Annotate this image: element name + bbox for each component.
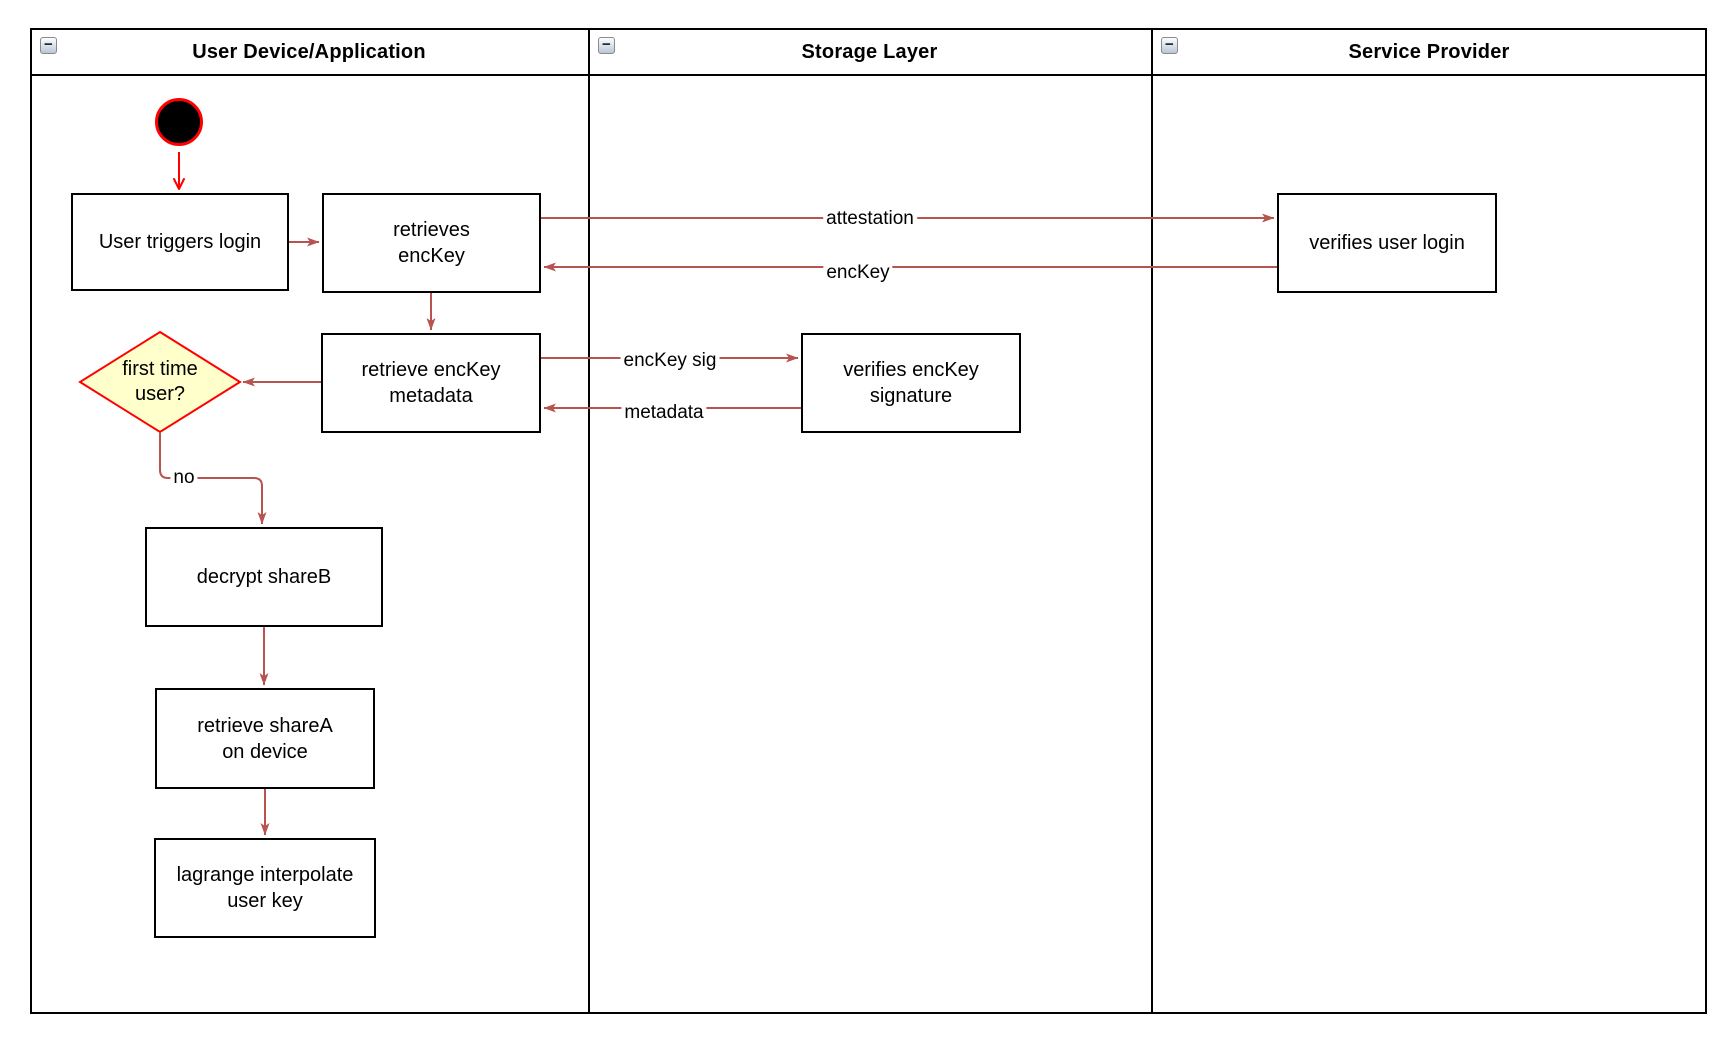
lane-title: Storage Layer xyxy=(801,40,938,63)
collapse-lane-icon[interactable]: − xyxy=(1161,37,1178,54)
edge-label-no: no xyxy=(170,467,198,489)
edge-label-metadata: metadata xyxy=(621,402,707,424)
node-retrieve-enckey-metadata[interactable]: retrieve encKey metadata xyxy=(321,333,541,433)
lane-header-storage-layer: − Storage Layer xyxy=(588,30,1151,74)
edge-label-attestation: attestation xyxy=(823,208,917,230)
lane-header-user-device: − User Device/Application xyxy=(30,30,588,74)
collapse-lane-icon[interactable]: − xyxy=(598,37,615,54)
node-decrypt-shareb[interactable]: decrypt shareB xyxy=(145,527,383,627)
lane-title: Service Provider xyxy=(1348,40,1510,63)
lane-header-separator xyxy=(30,74,1707,76)
node-label: retrieve encKey metadata xyxy=(361,359,501,407)
node-label: User triggers login xyxy=(98,231,262,253)
lane-title: User Device/Application xyxy=(192,40,426,63)
node-lagrange-interpolate-user-key[interactable]: lagrange interpolate user key xyxy=(154,838,376,938)
node-label: retrieves encKey xyxy=(393,219,470,267)
node-verifies-enckey-signature[interactable]: verifies encKey signature xyxy=(801,333,1021,433)
lane-divider-2 xyxy=(1151,28,1153,1014)
lane-header-service-provider: − Service Provider xyxy=(1151,30,1707,74)
node-label: lagrange interpolate user key xyxy=(176,864,354,912)
lane-divider-1 xyxy=(588,28,590,1014)
node-verifies-user-login[interactable]: verifies user login xyxy=(1277,193,1497,293)
edge-no-branch[interactable] xyxy=(159,432,267,525)
decision-label: first time user? xyxy=(122,358,198,405)
node-label: verifies user login xyxy=(1309,232,1465,254)
node-retrieves-enckey[interactable]: retrieves encKey xyxy=(322,193,541,293)
edge-label-enckey-sig: encKey sig xyxy=(620,350,720,372)
node-user-triggers-login[interactable]: User triggers login xyxy=(71,193,289,291)
node-label: decrypt shareB xyxy=(196,566,332,588)
start-node[interactable] xyxy=(155,98,203,146)
node-label: retrieve shareA on device xyxy=(197,714,333,763)
edge-label-enckey: encKey xyxy=(823,262,893,284)
node-retrieve-sharea-on-device[interactable]: retrieve shareA on device xyxy=(155,688,375,789)
collapse-lane-icon[interactable]: − xyxy=(40,37,57,54)
node-label: verifies encKey signature xyxy=(843,359,979,407)
